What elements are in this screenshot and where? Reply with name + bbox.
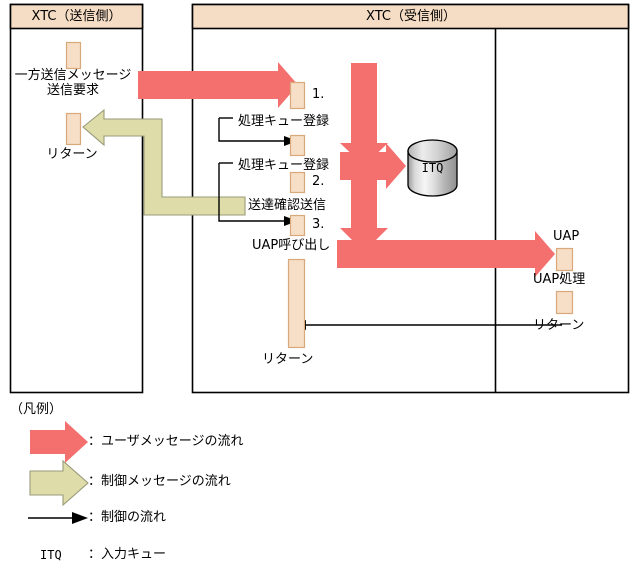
uap-return-label: リターン <box>533 318 585 333</box>
receiver-delivery-ack-label: 送達確認送信 <box>248 198 327 213</box>
sender-column-frame <box>9 3 144 394</box>
receiver-queue-register-1-label: 処理キュー登録 <box>238 114 330 129</box>
control-message-arrow <box>82 108 246 216</box>
legend-red-arrow-icon <box>30 421 88 463</box>
legend-item-itq-text: ：入力キュー <box>88 547 167 562</box>
activation-bar-step1b <box>289 134 306 157</box>
receiver-step3-label: 3. <box>312 217 325 232</box>
user-message-arrow-1 <box>138 62 298 108</box>
receiver-column-header: XTC（受信側） <box>366 9 456 24</box>
legend-item-control-flow-text: ：制御の流れ <box>88 510 167 525</box>
uap-title-label: UAP <box>553 229 580 244</box>
sender-column-header: XTC（送信側） <box>31 9 122 24</box>
itq-label: ITQ <box>421 161 444 175</box>
activation-bar-uap-process <box>555 247 574 272</box>
sender-request-label: 一方送信メッセージ 送信要求 <box>14 68 132 98</box>
user-message-arrow-4 <box>340 174 388 252</box>
legend-olive-arrow-icon <box>29 459 89 507</box>
legend-black-line-arrow-icon <box>28 512 88 524</box>
uap-process-label: UAP処理 <box>533 272 586 287</box>
receiver-step1-label: 1. <box>312 87 325 102</box>
receiver-queue-register-2-label: 処理キュー登録 <box>238 158 330 173</box>
sender-return-label: リターン <box>46 147 98 162</box>
receiver-uap-call-label: UAP呼び出し <box>252 238 331 253</box>
receiver-step2-label: 2. <box>312 174 325 189</box>
activation-bar-step2 <box>289 171 306 194</box>
activation-bar-receiver-return <box>287 258 306 349</box>
legend-item-control-message-text: ：制御メッセージの流れ <box>88 474 231 489</box>
activation-bar-sender-return <box>65 112 82 146</box>
activation-bar-step1 <box>289 81 306 110</box>
itq-cylinder-icon <box>407 139 458 197</box>
legend-item-itq-key: ITQ <box>40 548 62 562</box>
activation-bar-step3 <box>289 214 306 237</box>
activation-bar-uap-return <box>555 290 574 315</box>
user-message-arrow-2 <box>340 63 388 166</box>
legend-title: （凡例） <box>10 402 63 417</box>
user-message-arrow-5 <box>337 231 555 277</box>
legend-item-user-message-text: ：ユーザメッセージの流れ <box>88 434 244 449</box>
activation-bar-sender-request <box>65 41 82 70</box>
receiver-return-label: リターン <box>262 352 314 367</box>
receiver-column-frame <box>191 3 630 394</box>
